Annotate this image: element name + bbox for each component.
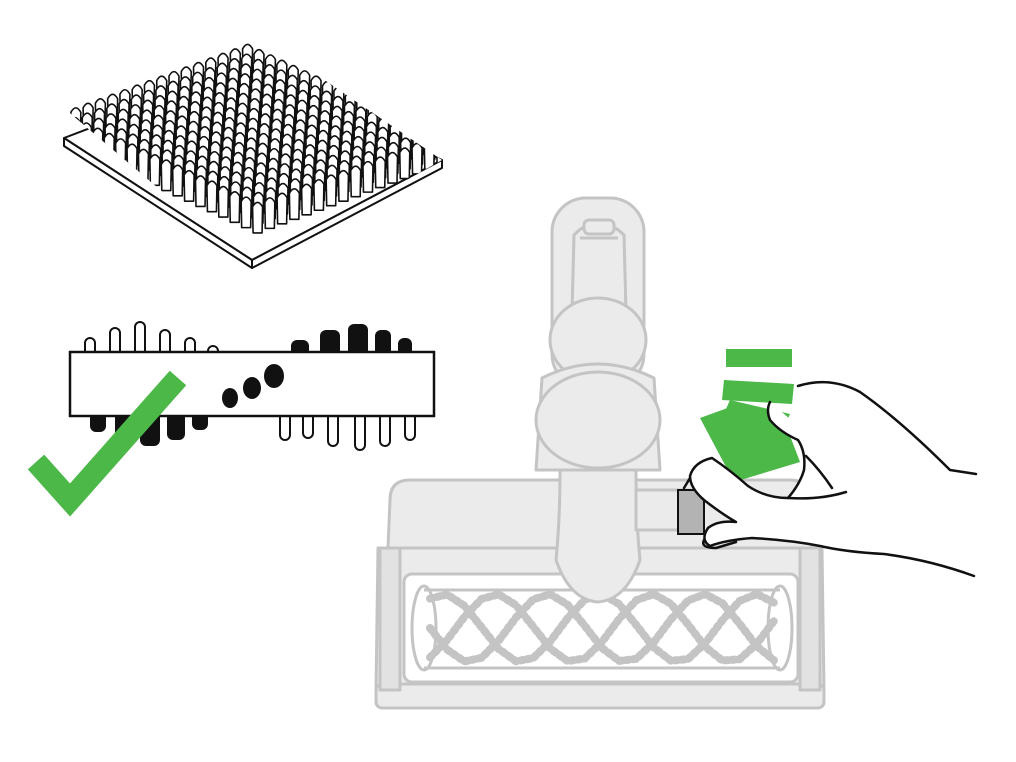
carpet-tuft (276, 192, 288, 225)
carpet-tuft (313, 178, 325, 212)
carpet-tuft (325, 174, 337, 207)
carpet-tuft (183, 169, 195, 202)
carpet-tuft (171, 164, 184, 197)
bristle-black (167, 412, 185, 440)
carpet-tuft (386, 151, 399, 184)
carpet-tuft (137, 148, 150, 181)
carpet-tuft (423, 138, 436, 171)
motion-line-1 (726, 349, 792, 367)
bristle-end (264, 364, 284, 388)
bristle-white (354, 411, 366, 451)
carpet-tuft (160, 159, 173, 192)
carpet-tuft (206, 180, 218, 213)
brush-bar-icon (68, 321, 436, 451)
carpet-tuft (251, 201, 264, 234)
carpet-tufts (64, 43, 442, 234)
head-base (374, 682, 826, 710)
carpet-tuft (349, 165, 362, 198)
neck-front (554, 468, 642, 604)
carpet-tuft (300, 183, 313, 216)
carpet-pile-icon (63, 43, 443, 269)
carpet-tuft (337, 169, 350, 202)
carpet-tuft (288, 188, 301, 221)
hand-icon (682, 380, 978, 578)
carpet-tuft (362, 160, 374, 193)
carpet-tuft (264, 197, 276, 230)
carpet-tuft (240, 196, 252, 229)
check-mark-icon (27, 370, 187, 517)
carpet-tuft (398, 147, 411, 180)
bristle-black (375, 330, 391, 356)
motion-line-2 (722, 380, 794, 404)
bristle-end (222, 388, 238, 408)
bristle-black (320, 330, 340, 356)
bristle-end (243, 377, 261, 399)
carpet-tuft (411, 142, 423, 175)
carpet-tuft (217, 185, 230, 218)
bristle-black (348, 324, 368, 356)
carpet-tuft (149, 153, 161, 187)
carpet-tuft (194, 175, 207, 208)
carpet-tuft (374, 156, 387, 189)
carpet-tuft (228, 191, 241, 224)
